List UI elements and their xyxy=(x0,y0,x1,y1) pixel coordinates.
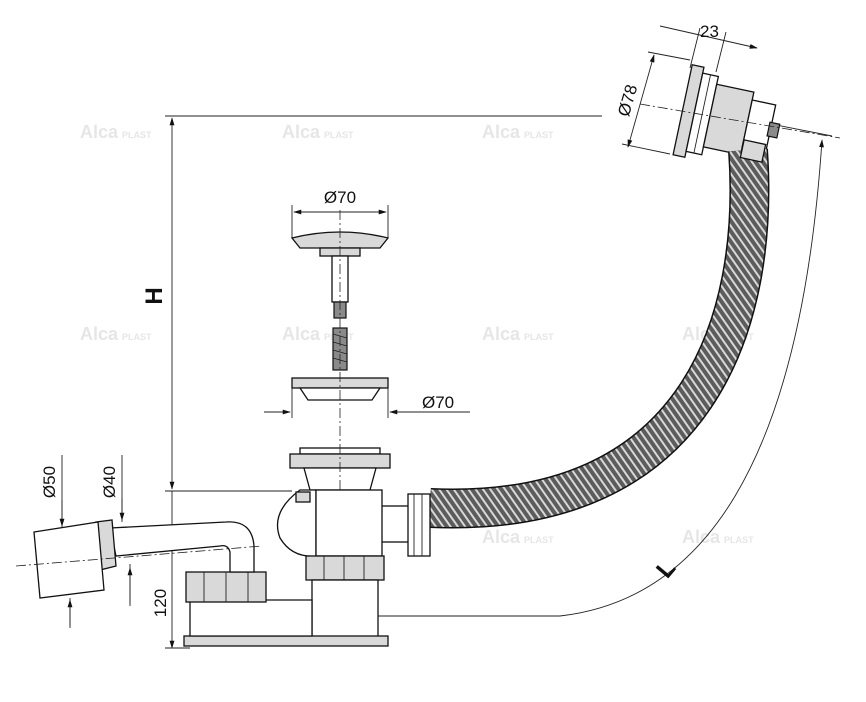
siphon-cup xyxy=(311,579,379,639)
svg-text:Alca: Alca xyxy=(80,324,119,344)
hose-drain-connector xyxy=(379,493,431,557)
overflow-depth-label: 23 xyxy=(700,22,719,41)
trap-height-dimension: 120 xyxy=(151,491,190,649)
svg-text:Alca: Alca xyxy=(482,527,521,547)
outlet-inner-diameter-dimension: Ø40 xyxy=(100,455,133,606)
overflow-screw xyxy=(766,121,781,139)
svg-text:PLAST: PLAST xyxy=(524,535,554,545)
height-label: H xyxy=(141,287,168,304)
spring-coil xyxy=(332,349,348,355)
overflow-diameter-extension-1 xyxy=(647,51,691,61)
siphon-base xyxy=(183,635,389,647)
connector-body xyxy=(379,505,411,543)
siphon-nut xyxy=(305,555,385,581)
hose-top-connector xyxy=(739,139,767,163)
svg-text:PLAST: PLAST xyxy=(122,130,152,140)
overflow-depth-extension-2 xyxy=(715,31,727,73)
outlet-sleeve xyxy=(33,521,105,599)
siphon-body xyxy=(183,489,389,647)
svg-text:PLAST: PLAST xyxy=(524,130,554,140)
overflow-diameter-extension-2 xyxy=(621,143,671,155)
svg-text:PLAST: PLAST xyxy=(524,332,554,342)
outlet-inner-diameter-label: Ø40 xyxy=(100,466,119,498)
height-dimension: H xyxy=(141,115,602,492)
connector-nut xyxy=(407,493,431,557)
plug-disc xyxy=(290,231,390,249)
svg-text:Alca: Alca xyxy=(282,324,321,344)
overflow-head xyxy=(672,63,781,159)
plug-diameter-dimension: Ø70 xyxy=(291,188,389,238)
outlet-pipe xyxy=(15,519,263,599)
svg-text:PLAST: PLAST xyxy=(324,130,354,140)
svg-text:Alca: Alca xyxy=(80,122,119,142)
siphon-chamber xyxy=(315,489,383,557)
length-dimension-arc xyxy=(559,139,824,617)
overflow-axis xyxy=(639,103,841,139)
svg-text:PLAST: PLAST xyxy=(724,535,754,545)
overflow-diameter-dimension-line xyxy=(627,54,655,148)
svg-text:Alca: Alca xyxy=(482,122,521,142)
outlet-elbow xyxy=(109,521,255,573)
svg-text:Alca: Alca xyxy=(682,527,721,547)
siphon-lower-pipe xyxy=(189,599,313,637)
length-label: L xyxy=(651,555,681,584)
corrugated-hose xyxy=(429,148,768,527)
svg-text:Alca: Alca xyxy=(482,324,521,344)
svg-text:PLAST: PLAST xyxy=(122,332,152,342)
outlet-outer-diameter-dimension: Ø50 xyxy=(40,455,73,628)
overflow-depth-dimension-line xyxy=(659,25,758,49)
overflow-depth-dimension: 23 xyxy=(659,22,758,73)
outlet-outer-diameter-label: Ø50 xyxy=(40,466,59,498)
flange-diameter-dimension: Ø70 xyxy=(264,388,470,418)
outlet-axis xyxy=(15,545,263,567)
siphon-clip xyxy=(295,491,311,503)
svg-text:Alca: Alca xyxy=(282,122,321,142)
flange-diameter-label: Ø70 xyxy=(422,393,454,412)
trap-height-label: 120 xyxy=(151,589,170,617)
plug-diameter-label: Ø70 xyxy=(324,188,356,207)
overflow-ring-line xyxy=(693,74,711,154)
